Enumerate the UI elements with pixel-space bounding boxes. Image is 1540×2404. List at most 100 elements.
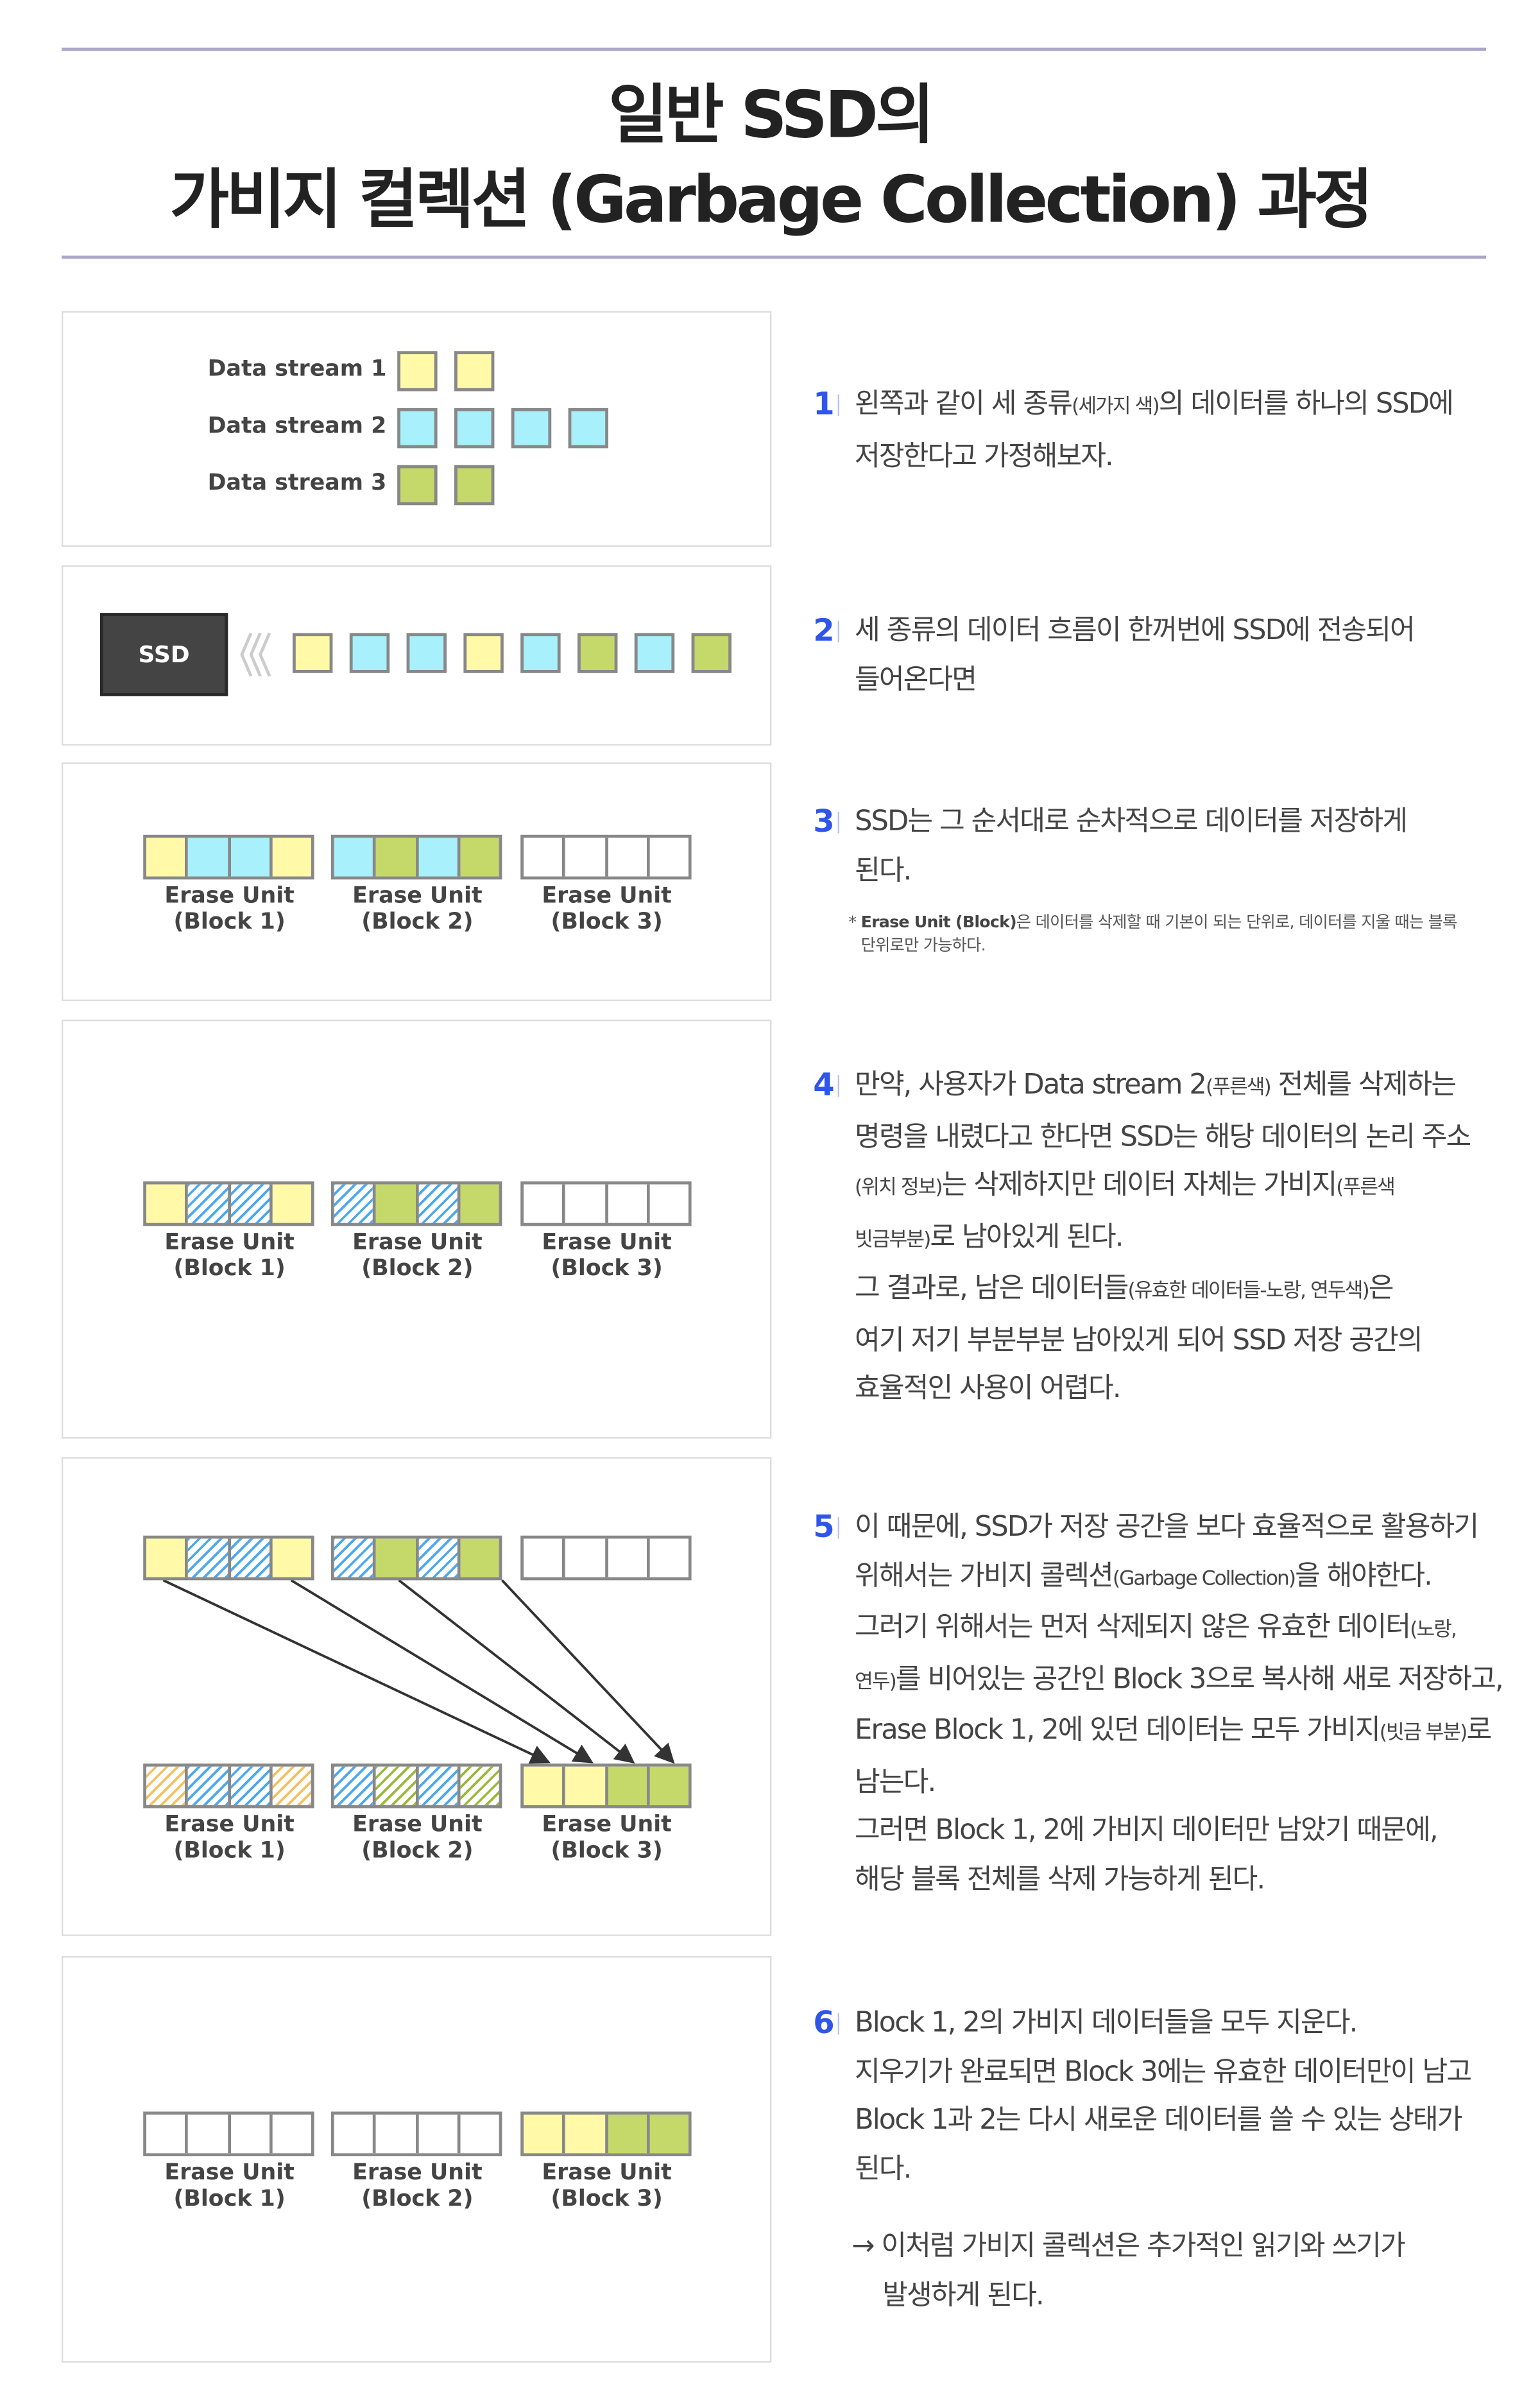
text-line: 효율적인 사용이 어렵다. <box>855 1364 1498 1413</box>
note-term: Erase Unit (Block) <box>860 913 1017 932</box>
text-segment: 를 비어있는 공간인 Block 3으로 복사해 새로 저장하고, <box>895 1662 1504 1696</box>
block-cell <box>649 837 689 877</box>
block-cell <box>334 837 377 877</box>
block-cell <box>376 837 418 877</box>
text-segment: (노랑, <box>1410 1618 1457 1642</box>
erase-block-2 <box>331 1535 502 1581</box>
erase-unit-text: Erase Unit <box>352 884 483 909</box>
erase-unit-text: Erase Unit <box>164 1230 295 1256</box>
block-cell <box>146 1538 189 1577</box>
block-cell <box>334 1766 377 1805</box>
step-number: 6 <box>813 2004 834 2041</box>
block-number: (Block 2) <box>361 1257 474 1282</box>
erase-unit-text: Erase Unit <box>352 1812 483 1838</box>
data-cell <box>454 465 495 506</box>
text-line: 빗금부분)로 남아있게 된다. <box>855 1213 1498 1264</box>
erase-unit-label: Erase Unit(Block 2) <box>309 884 525 937</box>
erase-unit-text: Erase Unit <box>542 884 672 909</box>
block-cell <box>376 1184 418 1223</box>
text-segment: SSD는 그 순서대로 순차적으로 데이터를 저장하게 <box>855 805 1408 838</box>
text-segment: (푸른색 <box>1336 1176 1396 1200</box>
text-segment: 은 <box>1368 1272 1394 1305</box>
block-cell <box>418 2115 460 2154</box>
erase-unit-label: Erase Unit(Block 3) <box>499 1813 715 1866</box>
block-cell <box>460 1766 499 1805</box>
data-cell <box>454 351 495 391</box>
text-segment: 만약, 사용자가 Data stream 2 <box>855 1069 1207 1102</box>
erase-unit-text: Erase Unit <box>542 2161 672 2186</box>
text-segment: Block 1과 2는 다시 새로운 데이터를 쓸 수 있는 상태가 <box>855 2104 1462 2136</box>
text-segment: 이 때문에, SSD가 저장 공간을 보다 효율적으로 활용하기 <box>855 1511 1479 1543</box>
text-line: 명령을 내렸다고 한다면 SSD는 해당 데이터의 논리 주소 <box>855 1113 1498 1162</box>
block-cell <box>565 2115 608 2154</box>
text-line: 저장한다고 가정해보자. <box>855 432 1498 481</box>
block-cell <box>230 1766 273 1805</box>
erase-block-1 <box>143 1764 314 1808</box>
title-line-1: 일반 SSD의 <box>608 77 935 153</box>
erase-unit-label: Erase Unit(Block 2) <box>309 1813 525 1866</box>
block-cell <box>188 837 230 877</box>
step-number: 4 <box>813 1065 834 1103</box>
erase-block-2 <box>331 2111 502 2157</box>
incoming-data-cell <box>293 633 333 673</box>
erase-block-2 <box>331 1181 502 1226</box>
block-cell <box>146 1184 189 1223</box>
erase-unit-text: Erase Unit <box>164 2161 295 2186</box>
title-divider <box>62 255 1486 259</box>
block-cell <box>334 2115 377 2154</box>
erase-unit-label: Erase Unit(Block 2) <box>309 2161 525 2213</box>
block-cell <box>565 1538 608 1577</box>
block-cell <box>565 1766 608 1805</box>
erase-block-1 <box>143 2111 314 2157</box>
text-segment: 된다. <box>855 2152 912 2185</box>
text-line: 남는다. <box>855 1758 1498 1807</box>
top-divider <box>62 47 1486 50</box>
text-segment: Erase Block 1, 2에 있던 데이터는 모두 가비지 <box>855 1714 1381 1747</box>
erase-unit-text: Erase Unit <box>352 2161 483 2186</box>
block-cell <box>230 837 273 877</box>
block-cell <box>334 1538 377 1577</box>
block-cell <box>230 2115 273 2154</box>
step-divider <box>837 1075 839 1097</box>
text-line: Erase Block 1, 2에 있던 데이터는 모두 가비지(빗금 부분)로 <box>855 1706 1498 1758</box>
block-cell <box>649 1538 689 1577</box>
block-cell <box>334 1184 377 1223</box>
text-line: 이 때문에, SSD가 저장 공간을 보다 효율적으로 활용하기 <box>855 1503 1498 1552</box>
erase-block-3 <box>520 1764 692 1808</box>
incoming-data-cell <box>349 633 390 673</box>
erase-unit-label: Erase Unit(Block 3) <box>499 1231 715 1284</box>
erase-block-3 <box>520 834 692 880</box>
data-stream-label: Data stream 1 <box>207 357 387 382</box>
block-cell <box>460 837 499 877</box>
block-cell <box>607 837 650 877</box>
text-segment: (유효한 데이터들-노랑, 연두색) <box>1127 1280 1370 1303</box>
text-segment: 저장한다고 가정해보자. <box>855 440 1114 472</box>
text-line: 연두)를 비어있는 공간인 Block 3으로 복사해 새로 저장하고, <box>855 1655 1504 1706</box>
text-line: SSD는 그 순서대로 순차적으로 데이터를 저장하게 <box>855 798 1498 846</box>
text-segment: Block 1, 2의 가비지 데이터들을 모두 지운다. <box>855 2007 1358 2039</box>
text-segment: 그러면 Block 1, 2에 가비지 데이터만 남았기 때문에, <box>855 1814 1439 1847</box>
text-segment: 는 삭제하지만 데이터 자체는 가비지 <box>941 1169 1338 1202</box>
erase-block-3 <box>520 1535 692 1581</box>
text-segment: 의 데이터를 하나의 SSD에 <box>1158 388 1454 421</box>
block-cell <box>230 1538 273 1577</box>
data-stream-label: Data stream 3 <box>207 471 387 496</box>
block-cell <box>649 2115 689 2154</box>
block-number: (Block 1) <box>173 1839 286 1864</box>
step-divider <box>837 621 839 642</box>
block-cell <box>272 1538 311 1577</box>
erase-unit-text: Erase Unit <box>164 884 295 909</box>
data-cell <box>454 408 495 449</box>
block-cell <box>272 1184 311 1223</box>
text-line: 만약, 사용자가 Data stream 2(푸른색) 전체를 삭제하는 <box>855 1061 1498 1113</box>
text-line: 위해서는 가비지 콜렉션(Garbage Collection)을 해야한다. <box>855 1552 1498 1603</box>
text-segment: 명령을 내렸다고 한다면 SSD는 해당 데이터의 논리 주소 <box>855 1120 1471 1153</box>
incoming-data-cell <box>691 633 732 673</box>
block-cell <box>272 2115 311 2154</box>
